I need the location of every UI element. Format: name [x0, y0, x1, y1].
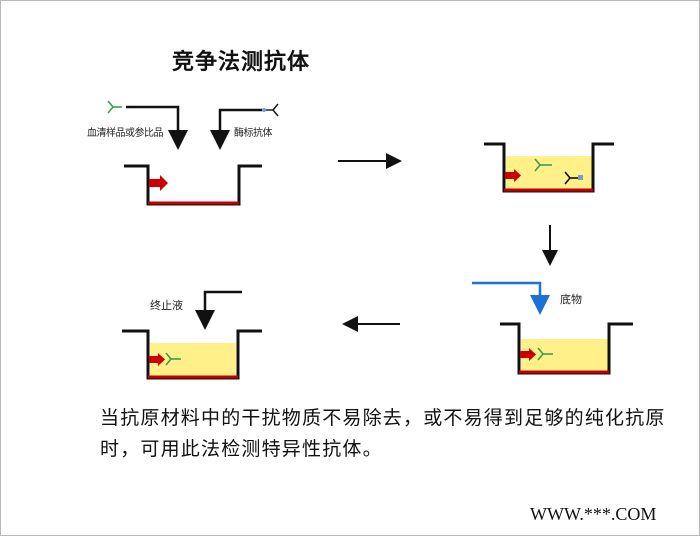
caption-text: 当抗原材料中的干扰物质不易除去，或不易得到足够的纯化抗原时，可用此法检测特异性抗…	[100, 407, 666, 460]
enzyme-labelled-antibody-icon	[262, 103, 279, 117]
solid-antigen-block	[149, 179, 161, 187]
solid-antigen-tip	[529, 348, 536, 361]
well-1-wall	[124, 164, 262, 206]
well-3	[500, 322, 633, 375]
enzyme-labelled-antibody-icon	[564, 171, 583, 185]
bound-antibody-icon	[165, 352, 181, 366]
solid-antigen-block	[149, 356, 159, 363]
sample-antibody-icon	[534, 158, 552, 172]
solid-antigen-block	[520, 351, 530, 358]
well-3-solution	[521, 339, 608, 372]
well-2-solution	[506, 156, 592, 190]
bound-antibody-icon	[537, 347, 553, 361]
enzyme-antibody-label: 酶标抗体	[234, 128, 273, 139]
arrow-icon	[126, 105, 188, 150]
stop-solution-label: 终止液	[150, 299, 183, 312]
watermark: WWW.***.COM	[530, 504, 657, 524]
enzyme-antibody-addition-arrow	[210, 103, 279, 150]
solid-antigen-tip	[158, 353, 165, 366]
well-2	[484, 142, 614, 193]
diagram-title: 竞争法测抗体	[172, 49, 311, 75]
stop-solution-addition-arrow	[195, 290, 242, 330]
sample-antibody-icon	[107, 100, 122, 114]
solid-antigen-tip	[514, 169, 521, 182]
arrow-icon	[210, 108, 262, 150]
sample-addition-arrow	[107, 100, 188, 150]
well-1	[124, 164, 262, 206]
solid-antigen-block	[505, 172, 515, 179]
substrate-label: 底物	[560, 293, 582, 306]
substrate-addition-arrow	[472, 281, 550, 315]
well-4	[122, 329, 262, 380]
sample-label: 血清样品或参比品	[87, 128, 164, 139]
solid-antigen-tip	[160, 175, 168, 191]
